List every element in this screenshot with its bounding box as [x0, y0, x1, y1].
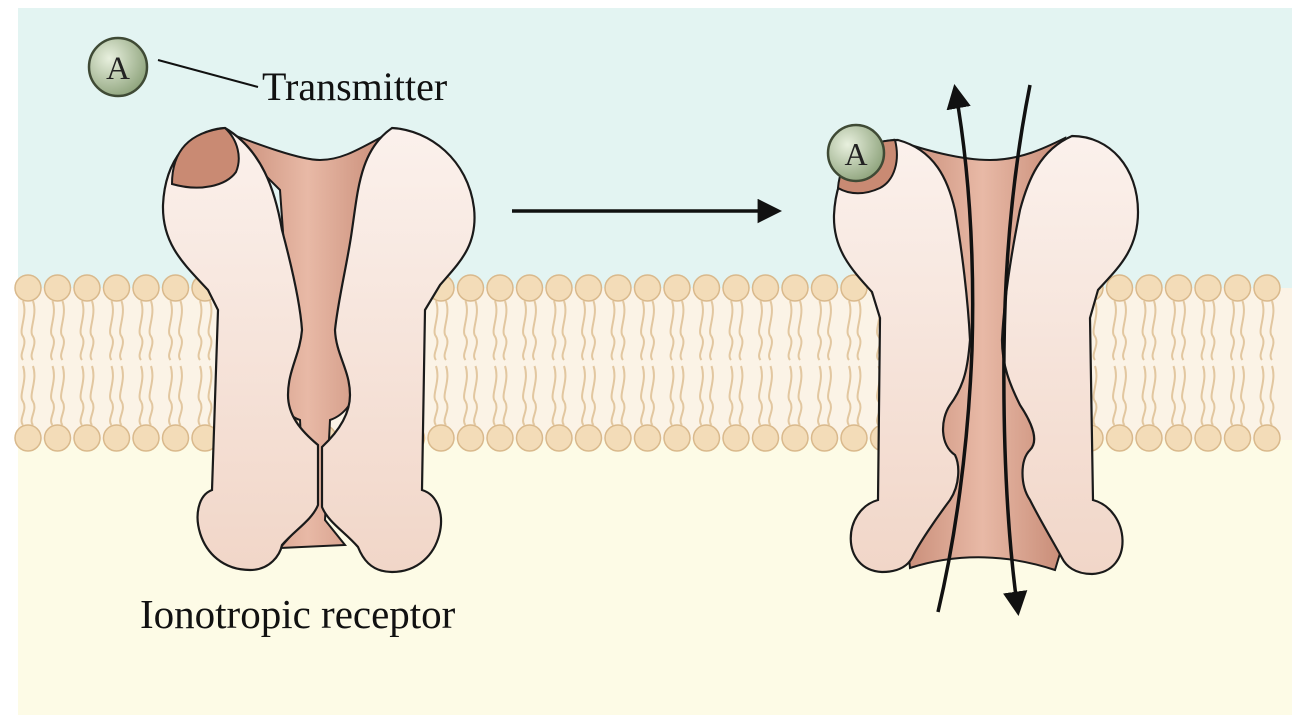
lipid-head [664, 275, 690, 301]
lipid-head [546, 275, 572, 301]
lipid-head [546, 425, 572, 451]
lipid-head [133, 275, 159, 301]
lipid-head [15, 425, 41, 451]
lipid-head [163, 275, 189, 301]
transmitter-molecule-free: A [89, 38, 147, 96]
lipid-head [487, 425, 513, 451]
lipid-head [1166, 275, 1192, 301]
lipid-head [45, 275, 71, 301]
lipid-head [1136, 275, 1162, 301]
transmitter-label: Transmitter [262, 64, 447, 109]
lipid-head [133, 425, 159, 451]
lipid-head [1136, 425, 1162, 451]
lipid-head [635, 425, 661, 451]
lipid-head [517, 275, 543, 301]
transmitter-molecule-bound: A [828, 125, 884, 181]
lipid-head [1225, 425, 1251, 451]
lipid-head [1254, 425, 1280, 451]
lipid-head [428, 425, 454, 451]
lipid-head [841, 425, 867, 451]
lipid-head [694, 275, 720, 301]
lipid-head [605, 425, 631, 451]
lipid-head [782, 425, 808, 451]
lipid-head [664, 425, 690, 451]
lipid-head [812, 425, 838, 451]
bound-transmitter-symbol: A [844, 136, 867, 172]
lipid-head [576, 275, 602, 301]
lipid-head [782, 275, 808, 301]
lipid-head [1107, 275, 1133, 301]
lipid-head [517, 425, 543, 451]
lipid-head [74, 425, 100, 451]
lipid-head [45, 425, 71, 451]
lipid-head [753, 275, 779, 301]
lipid-head [458, 425, 484, 451]
lipid-head [74, 275, 100, 301]
lipid-head [753, 425, 779, 451]
transmitter-symbol: A [106, 51, 130, 87]
lipid-head [15, 275, 41, 301]
lipid-head [163, 425, 189, 451]
lipid-head [694, 425, 720, 451]
lipid-head [1254, 275, 1280, 301]
lipid-head [635, 275, 661, 301]
lipid-head [1225, 275, 1251, 301]
lipid-head [487, 275, 513, 301]
lipid-head [605, 275, 631, 301]
lipid-head [458, 275, 484, 301]
lipid-head [104, 275, 130, 301]
receptor-label: Ionotropic receptor [140, 591, 456, 637]
intracellular-space [18, 440, 1292, 715]
lipid-head [1107, 425, 1133, 451]
lipid-head [576, 425, 602, 451]
lipid-head [1195, 425, 1221, 451]
lipid-head [1195, 275, 1221, 301]
lipid-head [723, 425, 749, 451]
lipid-head [104, 425, 130, 451]
lipid-bilayer [15, 275, 1292, 451]
lipid-head [812, 275, 838, 301]
lipid-head [1166, 425, 1192, 451]
lipid-head [723, 275, 749, 301]
